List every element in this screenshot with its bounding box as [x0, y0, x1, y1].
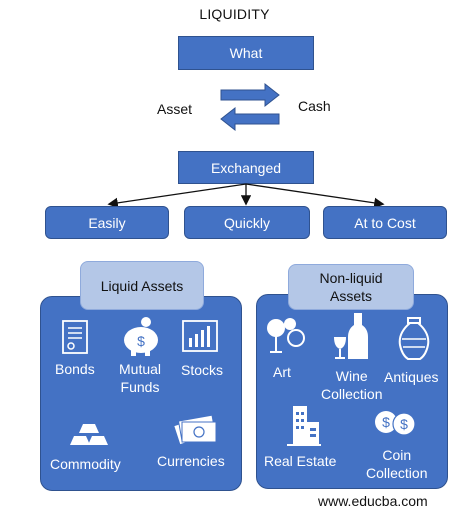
diagram-title: LIQUIDITY: [199, 6, 270, 22]
building-icon: [287, 406, 321, 446]
exchanged-box: Exchanged: [178, 151, 314, 184]
way-at-to-cost: At to Cost: [323, 206, 447, 239]
svg-text:$: $: [137, 333, 145, 349]
item-label-commodity: Commodity: [50, 456, 121, 472]
art-sculpture-icon: [267, 318, 305, 353]
item-label-real-estate: Real Estate: [264, 453, 337, 469]
item-label-antiques: Antiques: [384, 369, 439, 385]
item-label-stocks: Stocks: [181, 362, 224, 378]
asset-label: Asset: [157, 101, 193, 117]
what-box: What: [178, 36, 314, 70]
bond-document-icon: [62, 320, 88, 354]
exchange-arrows-icon: [220, 82, 280, 132]
connector-arrows: [107, 183, 385, 209]
item-label-wine-collection: Wine Collection: [321, 368, 383, 402]
piggy-bank-icon: $: [124, 317, 158, 356]
banknotes-icon: [173, 414, 217, 446]
cash-label: Cash: [298, 98, 331, 114]
item-label-currencies: Currencies: [157, 453, 225, 469]
bar-chart-icon: [182, 320, 218, 352]
nonliquid-assets-heading: Non-liquid Assets: [288, 264, 414, 310]
footer-url: www.educba.com: [318, 493, 428, 509]
liquid-assets-heading: Liquid Assets: [80, 261, 204, 310]
gold-bars-icon: [70, 424, 108, 445]
vase-icon: [398, 317, 430, 360]
way-easily: Easily: [45, 206, 169, 239]
coins-icon: $ $: [375, 411, 416, 436]
way-quickly: Quickly: [184, 206, 310, 239]
item-label-coin-collection: Coin Collection: [366, 447, 428, 481]
item-label-art: Art: [273, 364, 291, 380]
item-label-bonds: Bonds: [55, 361, 95, 377]
wine-bottle-icon: [334, 313, 368, 359]
svg-text:$: $: [400, 416, 408, 432]
item-label-mutual-funds: Mutual Funds: [119, 361, 162, 395]
svg-text:$: $: [382, 414, 390, 430]
